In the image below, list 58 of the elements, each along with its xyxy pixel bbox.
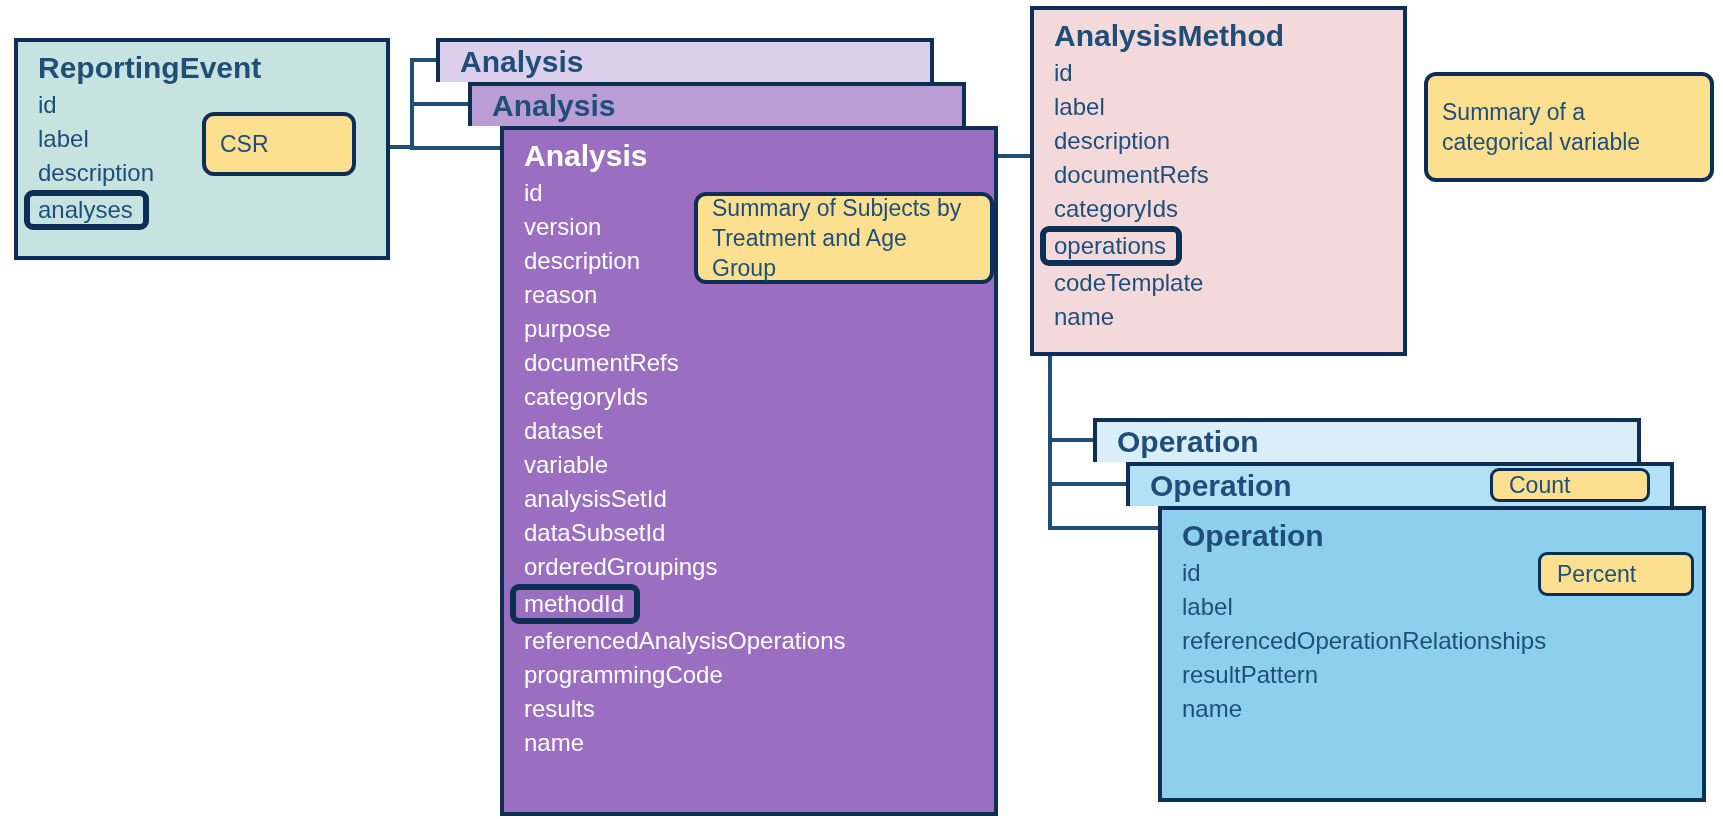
class-title: Operation xyxy=(1117,424,1259,460)
attribute-name: resultPattern xyxy=(1182,660,1319,690)
note-callout: CSR xyxy=(202,112,356,176)
class-card xyxy=(436,38,934,82)
attribute-name: description xyxy=(1054,126,1171,156)
class-title: Analysis xyxy=(492,88,616,124)
attribute-name: programmingCode xyxy=(524,660,723,690)
attribute-name: name xyxy=(1054,302,1115,332)
attribute-name: id xyxy=(38,90,57,120)
attribute-name: description xyxy=(38,158,155,188)
connector-line xyxy=(1048,356,1158,530)
class-card xyxy=(468,82,966,126)
attribute-name: name xyxy=(1182,694,1243,724)
attribute-name: variable xyxy=(524,450,609,480)
class-title: Analysis xyxy=(524,138,648,174)
attribute-name: id xyxy=(1054,58,1073,88)
attribute-name: version xyxy=(524,212,602,242)
note-callout: Summary of a categorical variable xyxy=(1424,72,1714,182)
class-title: Operation xyxy=(1150,468,1292,504)
attribute-name: documentRefs xyxy=(1054,160,1209,190)
class-card xyxy=(14,38,390,260)
connector-line xyxy=(998,154,1030,158)
attribute-name: results xyxy=(524,694,595,724)
attribute-name: categoryIds xyxy=(524,382,649,412)
class-card xyxy=(500,126,998,816)
attribute-name: label xyxy=(1182,592,1233,622)
attribute-name: analysisSetId xyxy=(524,484,667,514)
class-title: Analysis xyxy=(460,44,584,80)
note-callout: Count xyxy=(1490,468,1650,502)
note-callout: Percent xyxy=(1538,552,1694,596)
attribute-name: orderedGroupings xyxy=(524,552,718,582)
attribute-name: dataset xyxy=(524,416,603,446)
attribute-name: documentRefs xyxy=(524,348,679,378)
attribute-name: categoryIds xyxy=(1054,194,1179,224)
attribute-name: name xyxy=(524,728,585,758)
attribute-name: dataSubsetId xyxy=(524,518,666,548)
class-title: ReportingEvent xyxy=(38,50,262,86)
class-title: AnalysisMethod xyxy=(1054,18,1285,54)
highlighted-attribute: methodId xyxy=(510,584,641,624)
attribute-name: reason xyxy=(524,280,598,310)
attribute-name: referencedOperationRelationships xyxy=(1182,626,1547,656)
class-card xyxy=(1126,462,1674,506)
class-card xyxy=(1093,418,1641,462)
note-callout: Summary of Subjects by Treatment and Age Group xyxy=(694,192,994,284)
attribute-name: label xyxy=(1054,92,1105,122)
class-card xyxy=(1158,506,1706,802)
attribute-name: description xyxy=(524,246,641,276)
attribute-name: purpose xyxy=(524,314,611,344)
attribute-name: referencedAnalysisOperations xyxy=(524,626,846,656)
class-card xyxy=(1030,6,1407,356)
attribute-name: codeTemplate xyxy=(1054,268,1204,298)
class-title: Operation xyxy=(1182,518,1324,554)
attribute-name: id xyxy=(1182,558,1201,588)
highlighted-attribute: operations xyxy=(1040,226,1183,266)
highlighted-attribute: analyses xyxy=(24,190,149,230)
connector-line xyxy=(390,145,500,150)
attribute-name: label xyxy=(38,124,89,154)
attribute-name: id xyxy=(524,178,543,208)
